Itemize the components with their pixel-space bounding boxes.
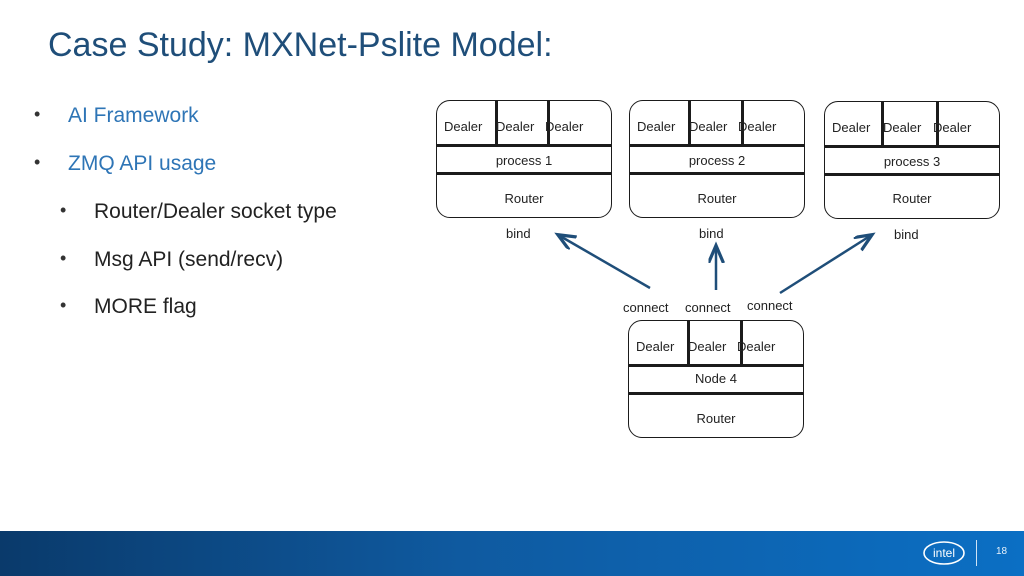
process-label: process 1 [495,153,553,168]
router-label: Router [504,191,544,206]
slide-title: Case Study: MXNet-Pslite Model: [48,26,553,64]
divider [547,101,550,145]
divider [741,101,744,145]
process-label: process 3 [883,154,941,169]
dealer-label: Dealer [636,339,675,354]
bullet-dot: • [34,104,41,124]
router-label: Router [696,411,736,426]
process-box: Dealer Dealer Dealer process 1 Router [436,100,612,218]
router-label: Router [697,191,737,206]
process-box: Dealer Dealer Dealer process 3 Router [824,101,1000,219]
page-number: 18 [996,546,1008,557]
dealer-label: Dealer [444,119,483,134]
bind-label: bind [506,226,531,241]
dealer-label: Dealer [637,119,676,134]
divider [740,321,743,365]
connect-label: connect [747,298,793,313]
dealer-label: Dealer [738,119,777,134]
footer-divider [976,540,977,566]
divider [688,101,691,145]
dealer-label: Dealer [689,119,728,134]
bullet-text: Router/Dealer socket type [94,200,337,223]
intel-logo: intel [923,541,965,565]
dealer-label: Dealer [688,339,727,354]
bullet-dot: • [60,295,67,315]
divider [629,392,803,395]
node-label: Node 4 [695,371,737,386]
divider [495,101,498,145]
divider [629,364,803,367]
router-label: Router [892,191,932,206]
arrow-to-process-3 [779,236,870,295]
bullet-dot: • [60,200,67,220]
dealer-label: Dealer [933,120,972,135]
divider [437,144,611,147]
bullet-text: MORE flag [94,295,197,318]
dealer-label: Dealer [496,119,535,134]
divider [630,144,804,147]
node-box: Dealer Dealer Dealer Node 4 Router [628,320,804,438]
divider [630,172,804,175]
bullet-text: Msg API (send/recv) [94,248,284,271]
connect-label: connect [623,300,669,315]
divider [437,172,611,175]
arrow-to-process-1 [560,236,651,290]
process-label: process 2 [688,153,746,168]
bullet-text: ZMQ API usage [68,152,217,175]
dealer-label: Dealer [545,119,584,134]
bullet-dot: • [34,152,41,172]
divider [825,173,999,176]
logo-text: intel [933,546,955,560]
dealer-label: Dealer [832,120,871,135]
bullet-text: AI Framework [68,104,199,127]
divider [881,102,884,146]
divider [687,321,690,365]
process-box: Dealer Dealer Dealer process 2 Router [629,100,805,218]
bind-label: bind [894,227,919,242]
dealer-label: Dealer [883,120,922,135]
bullet-dot: • [60,248,67,268]
footer-bar: intel 18 [0,531,1024,576]
bind-label: bind [699,226,724,241]
divider [825,145,999,148]
connect-label: connect [685,300,731,315]
dealer-label: Dealer [737,339,776,354]
divider [936,102,939,146]
